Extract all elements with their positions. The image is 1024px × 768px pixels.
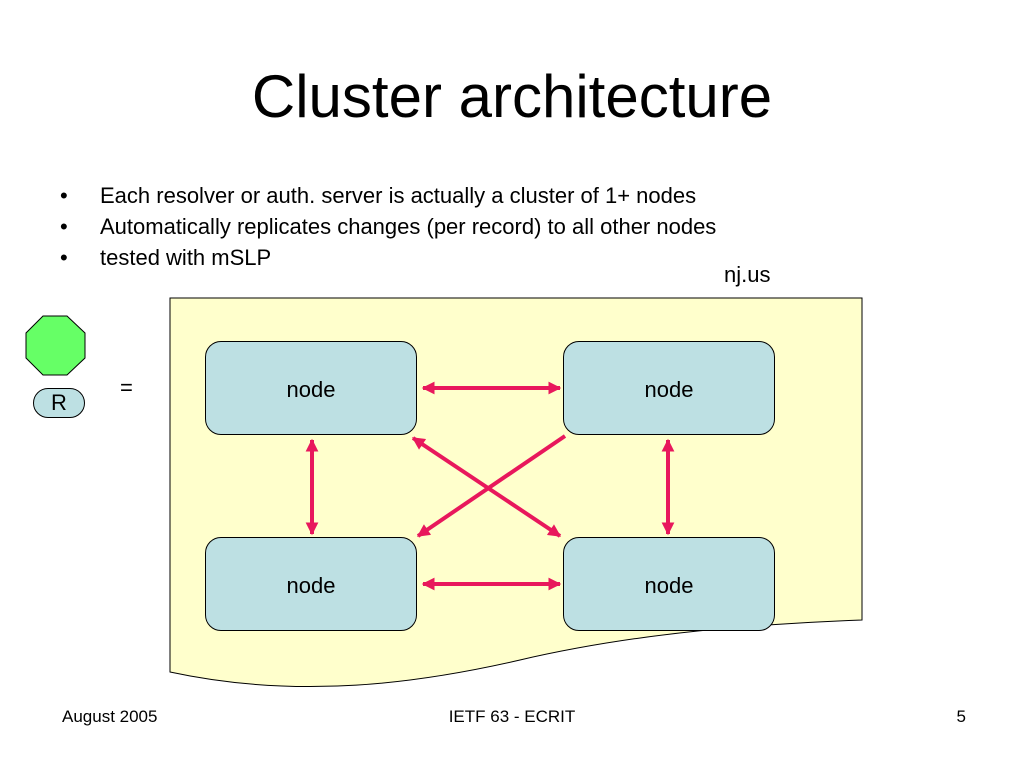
node-label: node bbox=[286, 573, 336, 598]
cluster-domain-label: nj.us bbox=[724, 262, 771, 287]
bullet-item: • tested with mSLP bbox=[60, 242, 716, 273]
arrow-diagonal-up bbox=[416, 434, 567, 538]
footer-event: IETF 63 - ECRIT bbox=[448, 707, 576, 726]
cluster-node-top-left: node bbox=[205, 341, 417, 435]
cluster-node-bottom-left: node bbox=[205, 537, 417, 631]
resolver-label: R bbox=[33, 388, 85, 418]
bullet-marker: • bbox=[60, 245, 68, 270]
bullet-marker: • bbox=[60, 214, 68, 239]
node-label: node bbox=[286, 377, 336, 402]
node-label: node bbox=[644, 573, 694, 598]
bullet-text: tested with mSLP bbox=[100, 245, 272, 270]
bullet-item: • Each resolver or auth. server is actua… bbox=[60, 180, 716, 211]
bullet-list: • Each resolver or auth. server is actua… bbox=[60, 180, 716, 273]
equals-sign: = bbox=[120, 375, 133, 400]
bullet-text: Automatically replicates changes (per re… bbox=[100, 214, 717, 239]
bullet-item: • Automatically replicates changes (per … bbox=[60, 211, 716, 242]
node-label: node bbox=[644, 377, 694, 402]
slide-title: Cluster architecture bbox=[251, 63, 773, 130]
bullet-marker: • bbox=[60, 183, 68, 208]
footer-date: August 2005 bbox=[62, 707, 158, 726]
cluster-node-top-right: node bbox=[563, 341, 775, 435]
footer-page-number: 5 bbox=[956, 707, 966, 726]
bullet-text: Each resolver or auth. server is actuall… bbox=[100, 183, 697, 208]
cluster-node-bottom-right: node bbox=[563, 537, 775, 631]
resolver-octagon-icon bbox=[25, 315, 86, 376]
